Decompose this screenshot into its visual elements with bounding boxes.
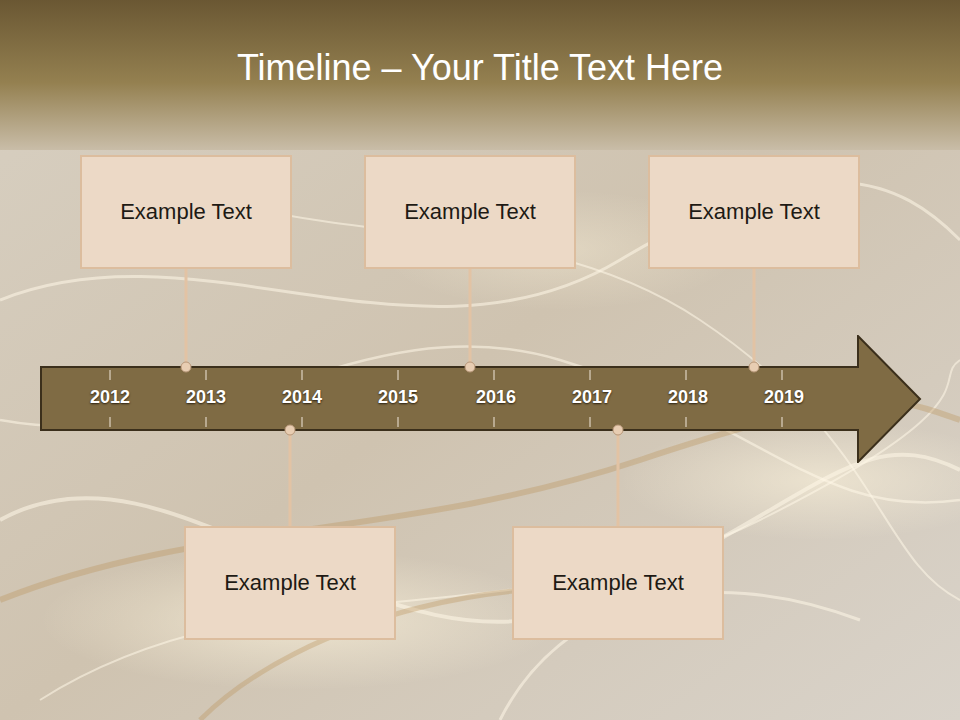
event-text: Example Text	[120, 199, 252, 225]
arrow-body	[41, 336, 920, 462]
year-label: 2015	[378, 387, 418, 408]
tick-mark	[590, 417, 591, 427]
tick-mark	[590, 370, 591, 380]
event-box: Example Text	[648, 155, 860, 269]
tick-mark	[494, 417, 495, 427]
event-box: Example Text	[512, 526, 724, 640]
tick-mark	[206, 370, 207, 380]
leader-line	[469, 269, 472, 367]
tick-mark	[494, 370, 495, 380]
tick-mark	[110, 417, 111, 427]
tick-mark	[110, 370, 111, 380]
tick-mark	[782, 417, 783, 427]
event-text: Example Text	[688, 199, 820, 225]
tick-mark	[398, 417, 399, 427]
leader-line	[185, 269, 188, 367]
year-label: 2012	[90, 387, 130, 408]
year-label: 2014	[282, 387, 322, 408]
timeline-arrow: 2012 2013 2014 2015 2016 2017 2018 2019	[40, 335, 922, 463]
event-box: Example Text	[184, 526, 396, 640]
event-box: Example Text	[80, 155, 292, 269]
tick-mark	[686, 370, 687, 380]
leader-line	[753, 269, 756, 367]
tick-mark	[782, 370, 783, 380]
tick-mark	[206, 417, 207, 427]
arrow-body-area	[40, 367, 858, 430]
event-text: Example Text	[404, 199, 536, 225]
event-text: Example Text	[224, 570, 356, 596]
year-label: 2013	[186, 387, 226, 408]
year-label: 2016	[476, 387, 516, 408]
tick-mark	[398, 370, 399, 380]
tick-mark	[302, 370, 303, 380]
tick-mark	[686, 417, 687, 427]
tick-mark	[302, 417, 303, 427]
slide-title: Timeline – Your Title Text Here	[0, 42, 960, 94]
year-label: 2017	[572, 387, 612, 408]
event-box: Example Text	[364, 155, 576, 269]
leader-line	[289, 430, 292, 526]
leader-line	[617, 430, 620, 526]
event-text: Example Text	[552, 570, 684, 596]
year-label: 2018	[668, 387, 708, 408]
year-label: 2019	[764, 387, 804, 408]
